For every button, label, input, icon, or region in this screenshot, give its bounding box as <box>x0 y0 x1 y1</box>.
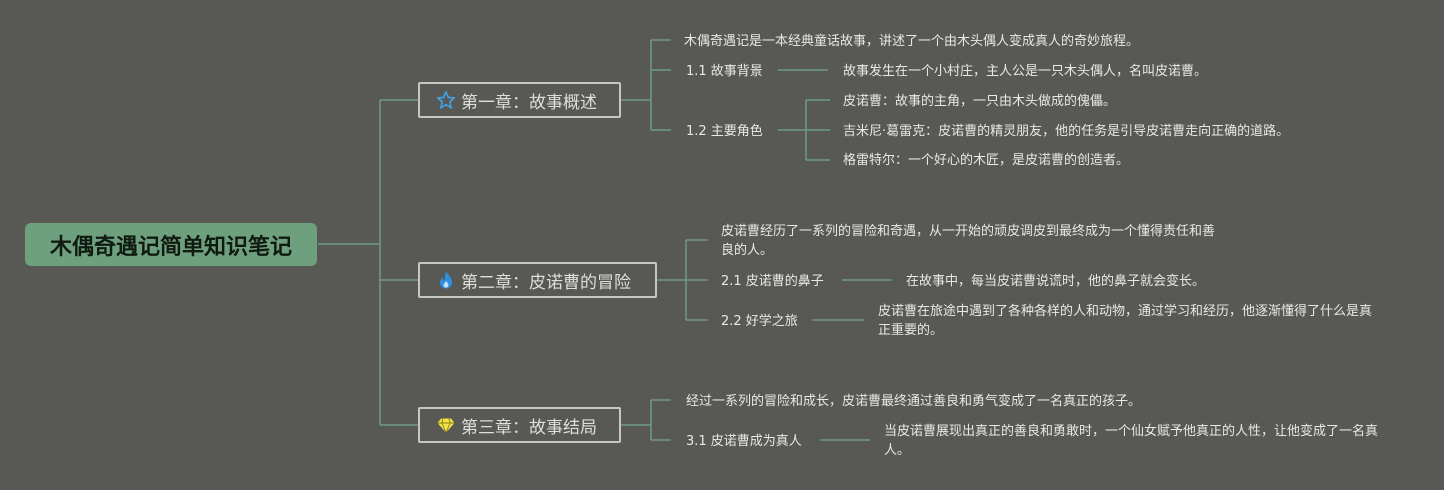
chapter-2-label: 第二章：皮诺曹的冒险 <box>461 272 631 293</box>
section-2-1-detail: 在故事中，每当皮诺曹说谎时，他的鼻子就会变长。 <box>906 274 1206 289</box>
section-2-2-label: 2.2 好学之旅 <box>721 314 798 329</box>
chapter-2-summary: 皮诺曹经历了一系列的冒险和奇遇，从一开始的顽皮调皮到最终成为一个懂得责任和善良的… <box>721 224 1216 258</box>
section-3-1-label: 3.1 皮诺曹成为真人 <box>686 434 802 449</box>
flame-icon <box>436 270 456 290</box>
chapter-1-label: 第一章：故事概述 <box>461 92 597 113</box>
star-icon <box>436 90 456 110</box>
section-1-2-detail-1: 皮诺曹：故事的主角，一只由木头做成的傀儡。 <box>843 94 1117 109</box>
section-3-1-detail: 当皮诺曹展现出真正的善良和勇敢时，一个仙女赋予他真正的人性，让他变成了一名真人。 <box>884 424 1379 458</box>
section-1-1-detail: 故事发生在一个小村庄，主人公是一只木头偶人，名叫皮诺曹。 <box>843 64 1208 79</box>
section-2-1-label: 2.1 皮诺曹的鼻子 <box>721 274 824 289</box>
chapter-3-summary: 经过一系列的冒险和成长，皮诺曹最终通过善良和勇气变成了一名真正的孩子。 <box>686 394 1142 409</box>
chapter-3-label: 第三章：故事结局 <box>461 417 597 438</box>
chapter-2-node[interactable]: 第二章：皮诺曹的冒险 <box>418 262 657 298</box>
section-1-2-detail-2: 吉米尼·葛雷克：皮诺曹的精灵朋友，他的任务是引导皮诺曹走向正确的道路。 <box>843 124 1290 139</box>
section-1-1-label: 1.1 故事背景 <box>686 64 763 79</box>
diamond-icon <box>436 415 456 435</box>
section-2-2-detail: 皮诺曹在旅途中遇到了各种各样的人和动物，通过学习和经历，他逐渐懂得了什么是真正重… <box>878 304 1373 338</box>
chapter-1-node[interactable]: 第一章：故事概述 <box>418 82 621 118</box>
root-topic[interactable]: 木偶奇遇记简单知识笔记 <box>25 223 317 266</box>
section-1-2-label: 1.2 主要角色 <box>686 124 763 139</box>
chapter-1-summary: 木偶奇遇记是一本经典童话故事，讲述了一个由木头偶人变成真人的奇妙旅程。 <box>684 34 1140 49</box>
section-1-2-detail-3: 格雷特尔：一个好心的木匠，是皮诺曹的创造者。 <box>843 153 1130 168</box>
chapter-3-node[interactable]: 第三章：故事结局 <box>418 407 621 443</box>
